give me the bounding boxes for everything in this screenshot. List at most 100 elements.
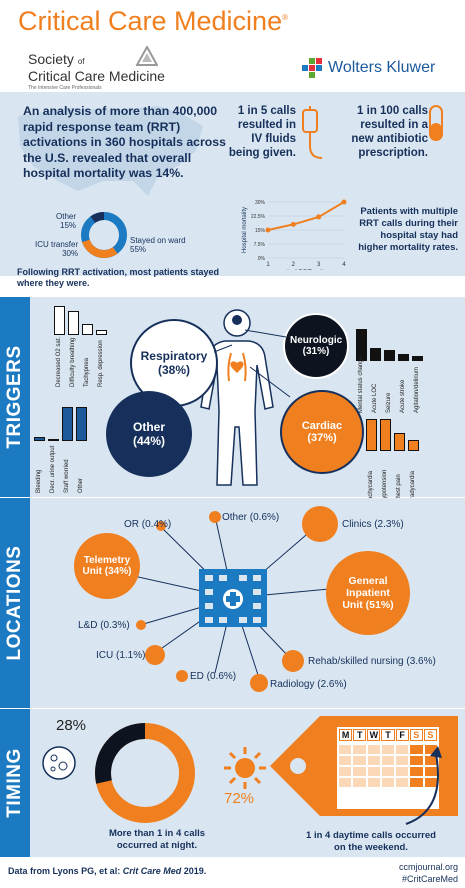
triggers-sidebar: TRIGGERS	[0, 297, 30, 497]
calendar-cell	[367, 767, 380, 776]
mortality-line	[267, 201, 345, 231]
clinics-label: Clinics (2.3%)	[342, 519, 404, 530]
calendar-cell	[339, 745, 352, 754]
calendar-cell	[424, 778, 437, 787]
weekday-label: T	[381, 729, 395, 741]
calendar-cell	[381, 767, 395, 776]
trigger-bar	[384, 350, 395, 361]
weekday-label: F	[395, 729, 409, 741]
calendar-cell	[424, 745, 437, 754]
iv-stat-text: 1 in 5 calls resulted in IV fluids being…	[228, 105, 296, 159]
icu-dot	[145, 645, 165, 665]
rx-stat-text: 1 in 100 calls resulted in a new antibio…	[351, 105, 428, 159]
y-tick-label: 22.5%	[251, 214, 266, 220]
iv-bag-icon	[302, 106, 323, 159]
calendar-cell	[367, 745, 380, 754]
footer: Data from Lyons PG, et al: Crit Care Med…	[0, 858, 465, 888]
hospital-building-icon	[199, 569, 267, 627]
society-tagline: The Intensive Care Professionals	[28, 85, 102, 91]
telemetry-circle: Telemetry Unit (34%)	[74, 533, 140, 599]
calendar-cell	[424, 756, 437, 765]
analysis-text: An analysis of more than 400,000 rapid r…	[23, 104, 226, 180]
data-point	[341, 199, 347, 205]
locations-sidebar: LOCATIONS	[0, 498, 30, 708]
journal-site-link[interactable]: ccmjournal.org	[398, 862, 458, 872]
x-tick-label: 3	[317, 262, 321, 268]
calendar-cell	[410, 778, 423, 787]
data-point	[290, 221, 296, 227]
respiratory-circle: Respiratory (38%)	[130, 319, 218, 407]
calendar-cell	[339, 778, 352, 787]
radiology-label: Radiology (2.6%)	[270, 679, 347, 690]
or-label: OR (0.4%)	[124, 519, 172, 530]
calendar-cell	[353, 767, 366, 776]
trigger-bar	[408, 440, 419, 451]
trigger-bar	[380, 419, 391, 451]
calendar-cell	[410, 745, 423, 754]
donut-icu-segment	[82, 239, 118, 258]
calendar-cell	[367, 778, 380, 787]
x-tick-label: 2	[292, 262, 296, 268]
trigger-bar	[48, 439, 59, 441]
other-loc-label: Other (0.6%)	[222, 512, 280, 523]
calendar-grid	[337, 743, 439, 789]
trigger-bar	[82, 324, 93, 335]
sun-icon	[224, 747, 266, 789]
disposition-donut	[81, 212, 127, 258]
donut-other-segment	[90, 212, 105, 224]
neurologic-circle: Neurologic (31%)	[283, 313, 349, 379]
weekday-label: T	[353, 729, 367, 741]
calendar-cell	[339, 767, 352, 776]
calendar-cell	[353, 756, 366, 765]
trigger-bar	[62, 407, 73, 441]
ld-label: L&D (0.3%)	[78, 620, 130, 631]
weekend-caption: 1 in 4 daytime calls occurred on the wee…	[306, 830, 436, 853]
y-axis-label: Hospital mortality	[242, 207, 248, 253]
y-tick-label: 15%	[255, 228, 266, 234]
weekday-label: W	[367, 729, 381, 741]
hashtag[interactable]: #CritCareMed	[401, 874, 458, 884]
calendar-cell	[424, 767, 437, 776]
y-tick-label: 30%	[255, 200, 266, 206]
society-logo: Society of Critical Care Medicine The In…	[28, 52, 165, 91]
day-pct: 72%	[224, 790, 255, 807]
society-name-2: Critical Care Medicine	[28, 68, 165, 84]
moon-icon	[42, 746, 76, 780]
society-triangle-icon	[136, 46, 158, 66]
calendar-cell	[353, 745, 366, 754]
trigger-bar	[412, 356, 423, 361]
source-citation: Data from Lyons PG, et al: Crit Care Med…	[8, 866, 207, 876]
calendar-cell	[396, 756, 409, 765]
trigger-bar	[366, 419, 377, 451]
rehab-dot	[282, 650, 304, 672]
calendar-cell	[367, 756, 380, 765]
calendar-cell	[381, 756, 395, 765]
wolters-kluwer-logo-icon	[302, 58, 322, 78]
human-body-icon	[200, 309, 274, 486]
radiology-dot	[250, 674, 268, 692]
ld-dot	[136, 620, 146, 630]
ed-label: ED (0.6%)	[190, 671, 237, 682]
trigger-bar	[34, 437, 45, 441]
trigger-bar	[96, 330, 107, 335]
night-caption: More than 1 in 4 calls occurred at night…	[108, 828, 206, 851]
pill-icon	[429, 105, 443, 141]
trigger-bar	[54, 306, 65, 335]
y-tick-label: 7.5%	[254, 242, 266, 248]
calendar-cell	[381, 745, 395, 754]
page-title: Critical Care Medicine®	[18, 6, 288, 37]
calendar-cell	[396, 745, 409, 754]
society-name-1: Society	[28, 51, 74, 67]
calendar-cell	[339, 756, 352, 765]
icu-label: ICU (1.1%)	[96, 650, 146, 661]
society-of: of	[77, 57, 85, 66]
rehab-label: Rehab/skilled nursing (3.6%)	[308, 656, 436, 667]
